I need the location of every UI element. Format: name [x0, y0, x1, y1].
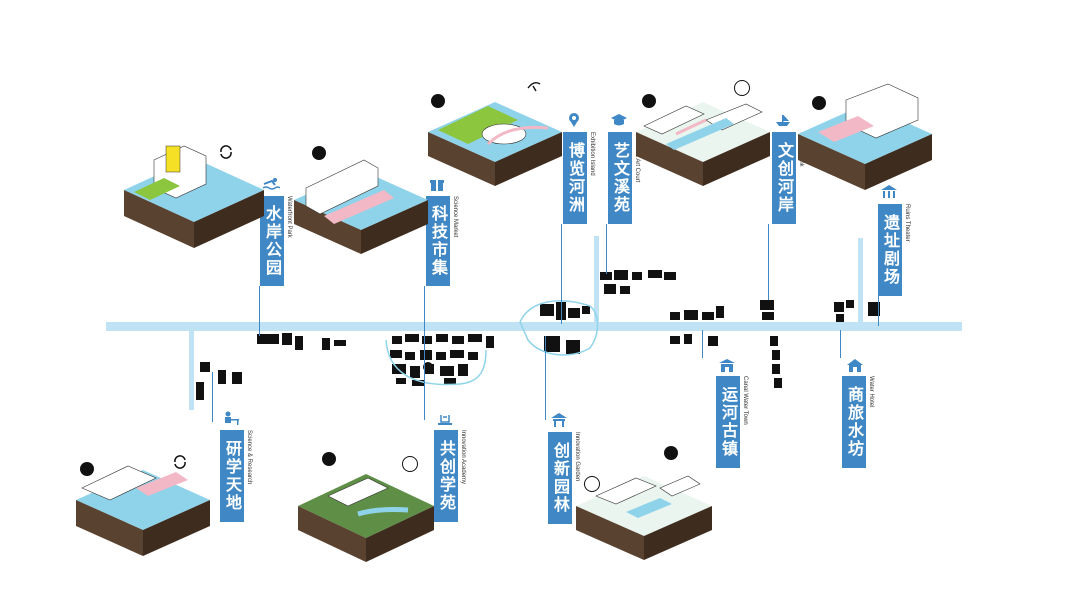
- boat-icon: [776, 115, 790, 126]
- label-en-waterfront-park: Waterfront Park: [286, 196, 292, 238]
- label-science-market: 科技市集: [426, 196, 450, 286]
- leader-ruins-theater: [878, 296, 879, 326]
- cycle-icon: [220, 145, 232, 159]
- lightbulb-icon: [584, 476, 600, 492]
- leader-culture-art-court: [606, 224, 607, 274]
- label-waterfront-park: 水岸公园: [260, 196, 284, 286]
- sound-icon: [664, 446, 678, 460]
- label-canal-water-town: 运河古镇: [716, 376, 740, 468]
- location-pin-icon: [569, 113, 579, 127]
- leader-innovation-garden: [545, 336, 546, 420]
- vignette-waterfront-park: [124, 145, 264, 248]
- drone-icon: [80, 462, 94, 476]
- vignette-exhibition-island: [428, 102, 562, 186]
- hotel-icon: [847, 359, 863, 372]
- vignette-innovation-academy: [298, 474, 434, 562]
- label-culture-bank: 文创河岸: [772, 132, 796, 224]
- label-en-innovation-academy: Innovation Academy: [460, 430, 466, 485]
- vignette-ruins-theater: [798, 83, 932, 190]
- leader-culture-bank: [768, 224, 769, 300]
- briefcase-icon: [322, 452, 336, 466]
- label-exhibition-island: 博览河洲: [563, 132, 587, 224]
- temple-icon: [881, 185, 897, 198]
- lab-icon: [438, 415, 452, 425]
- leader-exhibition-island: [561, 224, 562, 324]
- label-en-culture-art-court: Culture & Art Court: [634, 132, 640, 183]
- vignette-science-research: [76, 465, 210, 556]
- leader-innovation-academy: [424, 334, 425, 420]
- leader-canal-water-town: [702, 330, 703, 358]
- cycle-icon-2: [174, 455, 186, 469]
- pavilion-icon: [551, 413, 567, 427]
- vignette-science-market: [294, 159, 428, 254]
- label-innovation-garden: 创新园林: [548, 432, 572, 524]
- label-en-science-research: Science & Research: [246, 430, 252, 485]
- atom-icon: [642, 94, 656, 108]
- label-en-canal-water-town: Canal Water Town: [742, 376, 748, 425]
- label-en-ruins-theater: Ruins Theater: [904, 204, 910, 242]
- vignette-culture-art-court: [636, 102, 770, 186]
- desk-reader-icon: [225, 411, 239, 425]
- label-en-innovation-garden: Innovation Garden: [574, 432, 580, 482]
- swimmer-icon: [262, 178, 280, 190]
- reading-icon: [734, 80, 750, 96]
- canal-branch-left: [189, 330, 194, 410]
- label-en-science-market: Science Market: [452, 196, 458, 238]
- leader-science-market: [424, 286, 425, 336]
- label-science-research: 研学天地: [220, 430, 244, 522]
- graduation-cap-icon: [611, 114, 627, 126]
- tools-icon: [431, 94, 445, 108]
- mountain-icon: [402, 456, 418, 472]
- label-en-exhibition-island: Exhibition Island: [589, 132, 595, 176]
- main-canal: [106, 322, 962, 331]
- photo-icon: [812, 96, 826, 110]
- leader-waterfront-park: [259, 286, 260, 336]
- vignette-innovation-garden: [576, 475, 712, 560]
- label-ruins-theater: 遗址剧场: [878, 204, 902, 296]
- gift-icon: [430, 180, 444, 191]
- leader-water-hotel: [840, 330, 841, 358]
- canal-branch-right: [858, 238, 863, 326]
- label-water-hotel: 商旅水坊: [842, 376, 866, 468]
- film-icon: [312, 146, 326, 160]
- leader-science-research: [212, 372, 213, 422]
- pagoda-icon: [719, 359, 735, 372]
- label-en-water-hotel: Water Hotel: [868, 376, 874, 408]
- label-culture-art-court: 艺文溪苑: [608, 132, 632, 224]
- label-innovation-academy: 共创学苑: [434, 430, 458, 522]
- bird-icon: [527, 81, 541, 92]
- canal-branch-culture: [594, 236, 599, 326]
